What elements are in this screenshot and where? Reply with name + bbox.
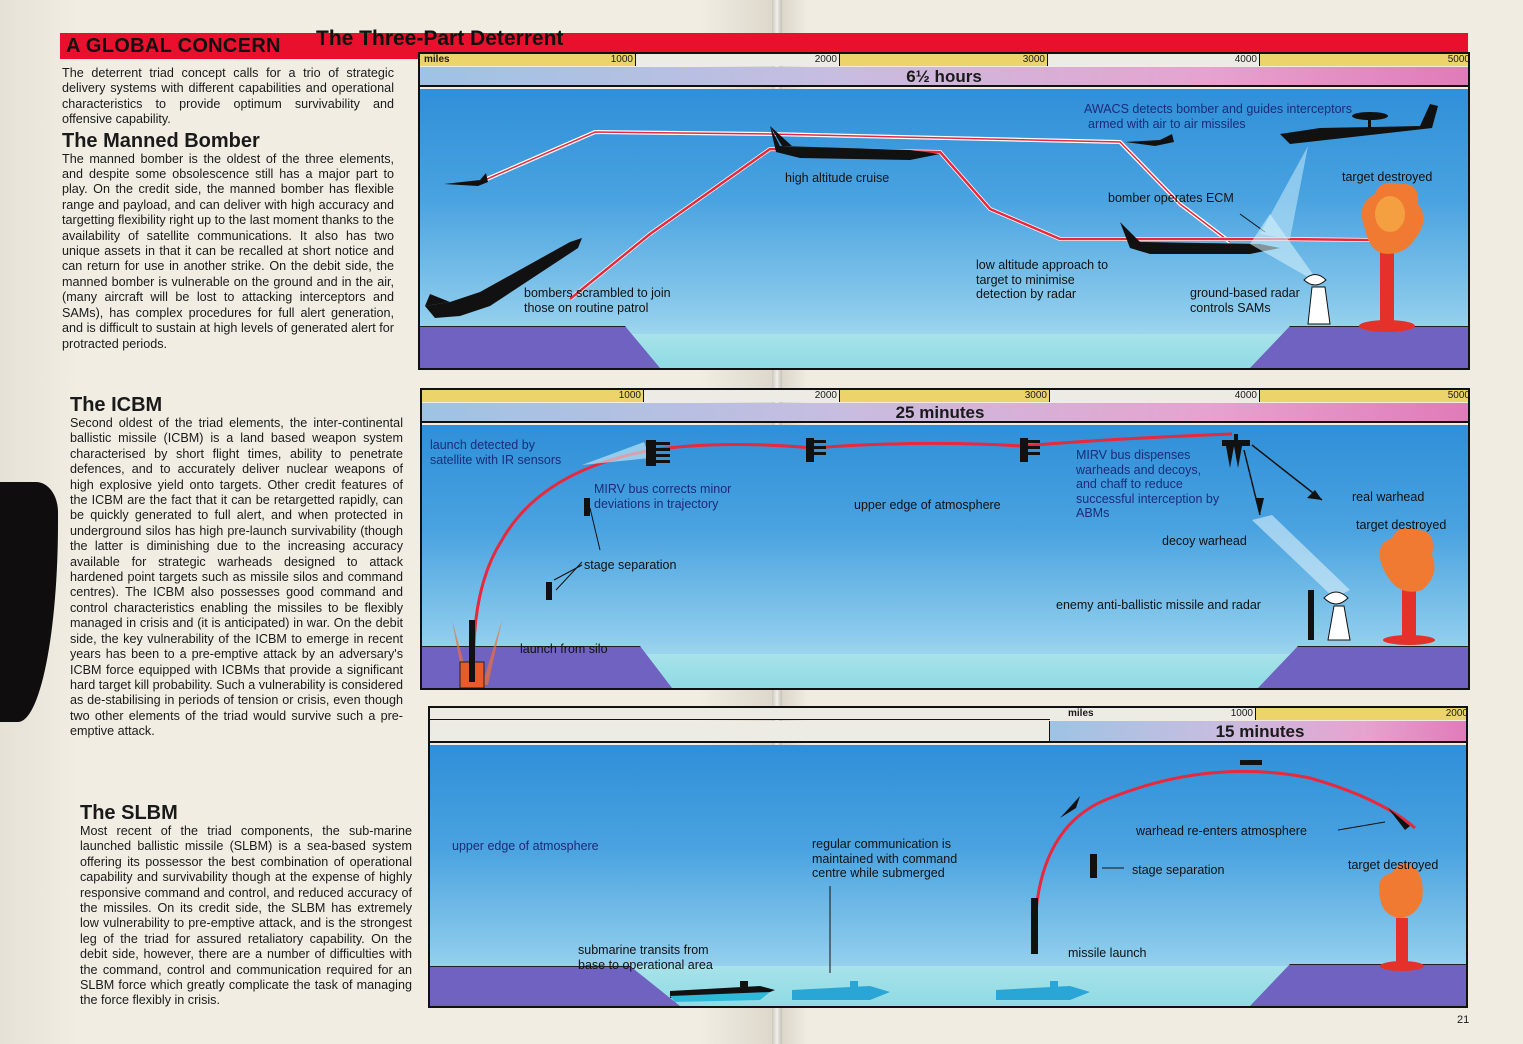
submarine-icon (996, 981, 1090, 1000)
mirv-dispenser-icon (1222, 434, 1250, 468)
label-satellite-detect: launch detected by satellite with IR sen… (430, 438, 562, 467)
band-blank-left (430, 721, 1050, 743)
label-ground-radar: ground-based radar controls SAMs (1190, 286, 1300, 315)
slbm-trajectory (670, 760, 1424, 1002)
flight-time: 6½ hours (906, 67, 982, 86)
label-mirv-correct: MIRV bus corrects minor deviations in tr… (594, 482, 732, 511)
target-land (1258, 646, 1468, 688)
label-atmosphere: upper edge of atmosphere (854, 498, 1001, 512)
patrol-aircraft-icon (444, 173, 488, 186)
label-communication: regular communication is maintained with… (812, 837, 958, 880)
scale-blank-left (430, 708, 1050, 720)
ground-radar-beam (1250, 214, 1320, 284)
slbm-section: The SLBM Most recent of the triad compon… (80, 802, 412, 1009)
scrambling-bomber-icon (425, 238, 582, 318)
home-land (430, 966, 680, 1006)
label-cruise: high altitude cruise (785, 171, 890, 185)
section-title: A GLOBAL CONCERN (66, 35, 281, 57)
label-scramble: bombers scrambled to join those on routi… (524, 286, 671, 315)
label-atmosphere: upper edge of atmosphere (452, 839, 599, 853)
awacs-radar-beam (1260, 146, 1308, 239)
mirv-bus-icon (1020, 438, 1040, 462)
heading-icbm: The ICBM (70, 394, 163, 416)
awacs-aircraft-icon (1280, 104, 1438, 144)
icbm-trajectory (452, 432, 1435, 688)
distance-scale: miles 1000 2000 (1050, 708, 1466, 720)
submarine-icon (792, 981, 890, 1000)
distance-scale: 1000 2000 3000 4000 5000 (422, 390, 1468, 402)
page-number: 21 (1457, 1014, 1470, 1026)
heading-slbm: The SLBM (80, 802, 178, 824)
missile-icon (1031, 898, 1038, 954)
abm-missile-icon (1308, 590, 1314, 640)
page-title: The Three-Part Deterrent (316, 27, 564, 50)
bomber-paragraph: The manned bomber is the oldest of the t… (62, 151, 394, 351)
stage-icon (546, 582, 552, 600)
missile-icon (469, 620, 475, 682)
home-land (420, 326, 660, 368)
flight-time: 25 minutes (895, 403, 985, 422)
radar-dish-icon (1323, 591, 1351, 641)
cruise-bomber-icon (770, 126, 940, 160)
mirv-bus-icon (646, 440, 670, 466)
label-awacs: AWACS detects bomber and guides intercep… (1084, 102, 1352, 131)
mushroom-cloud-icon (1379, 527, 1435, 645)
heading-bomber: The Manned Bomber (62, 129, 260, 152)
bomber-trajectories (425, 104, 1438, 332)
intro-paragraph: The deterrent triad concept calls for a … (62, 66, 394, 127)
icbm-paragraph: Second oldest of the triad elements, the… (70, 416, 403, 739)
label-reentry: warhead re-enters atmosphere (1136, 824, 1307, 838)
label-mirv-dispense: MIRV bus dispenses warheads and decoys, … (1076, 448, 1220, 520)
label-sub-transit: submarine transits from base to operatio… (578, 943, 713, 972)
label-decoy-warhead: decoy warhead (1162, 534, 1247, 548)
label-missile-launch: missile launch (1068, 946, 1147, 960)
mushroom-cloud-icon (1378, 864, 1424, 971)
icbm-section: The ICBM Second oldest of the triad elem… (70, 394, 403, 740)
stage-icon (584, 498, 590, 516)
distance-scale: miles 1000 2000 3000 4000 5000 (420, 54, 1468, 66)
sky (430, 745, 1466, 1006)
label-stage-separation: stage separation (584, 558, 677, 572)
label-target-destroyed: target destroyed (1348, 858, 1439, 872)
slbm-diagram: miles 1000 2000 15 minutes (428, 706, 1468, 1008)
target-land (1250, 964, 1466, 1006)
mirv-bus-icon (806, 438, 826, 462)
interceptor-icon (1125, 134, 1174, 146)
time-band: 25 minutes (422, 403, 1468, 423)
slbm-paragraph: Most recent of the triad components, the… (80, 824, 412, 1008)
label-real-warhead: real warhead (1352, 490, 1425, 504)
label-launch-silo: launch from silo (520, 642, 608, 656)
label-ecm: bomber operates ECM (1108, 191, 1234, 205)
target-land (1250, 326, 1468, 368)
label-target-destroyed: target destroyed (1342, 170, 1433, 184)
time-band: 15 minutes (1050, 721, 1466, 743)
intro-column: The deterrent triad concept calls for a … (62, 66, 394, 354)
icbm-diagram: 1000 2000 3000 4000 5000 25 minutes (420, 388, 1470, 690)
flight-time: 15 minutes (1215, 722, 1305, 741)
scale-unit: miles (424, 54, 450, 65)
time-band: 6½ hours (420, 67, 1468, 87)
low-altitude-bomber-icon (1120, 222, 1280, 254)
stage-icon (1090, 854, 1097, 878)
radar-dish-icon (1303, 274, 1331, 325)
label-stage-separation: stage separation (1132, 863, 1225, 877)
bomber-diagram: miles 1000 2000 3000 4000 5000 6½ hours (418, 52, 1470, 370)
label-abm: enemy anti-ballistic missile and radar (1056, 598, 1261, 612)
mushroom-cloud-icon (1359, 182, 1424, 332)
label-low-altitude: low altitude approach to target to minim… (976, 258, 1109, 301)
label-target-destroyed: target destroyed (1356, 518, 1447, 532)
